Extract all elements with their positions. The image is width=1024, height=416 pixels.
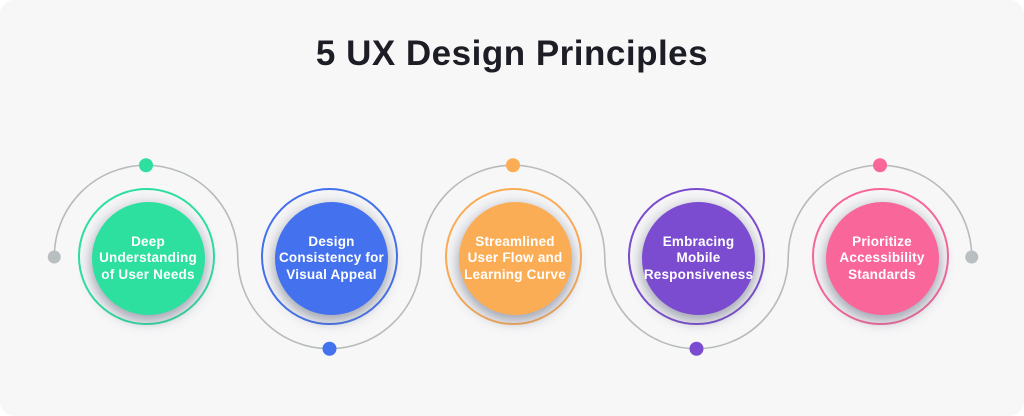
page-title: 5 UX Design Principles xyxy=(315,34,709,73)
principle-ring: Prioritize Accessibility Standards xyxy=(811,188,949,325)
principle-label: Streamlined User Flow and Learning Curve xyxy=(464,233,566,282)
principle-ring: Embracing Mobile Responsiveness xyxy=(628,188,765,325)
principle-label: Prioritize Accessibility Standards xyxy=(839,233,925,282)
connector-start-dot xyxy=(47,250,61,264)
principle-circle: Deep Understanding of User Needs xyxy=(91,202,205,315)
principle-label: Embracing Mobile Responsiveness xyxy=(643,233,754,282)
principle-item: Deep Understanding of User Needs xyxy=(77,188,215,325)
principle-item: Design Consistency for Visual Appeal xyxy=(261,188,398,325)
principle-dot xyxy=(689,341,704,356)
principle-circle: Streamlined User Flow and Learning Curve xyxy=(458,202,572,315)
principle-dot xyxy=(322,341,337,356)
principle-label: Design Consistency for Visual Appeal xyxy=(278,233,385,282)
principle-circle: Embracing Mobile Responsiveness xyxy=(642,202,755,315)
principle-item: Streamlined User Flow and Learning Curve xyxy=(444,188,582,325)
principle-ring: Streamlined User Flow and Learning Curve xyxy=(444,188,582,325)
principle-dot xyxy=(506,158,520,173)
principle-circle: Prioritize Accessibility Standards xyxy=(825,202,939,315)
principle-dot xyxy=(139,158,153,173)
principle-dot xyxy=(873,158,887,173)
principle-item: Embracing Mobile Responsiveness xyxy=(628,188,765,325)
principle-ring: Deep Understanding of User Needs xyxy=(77,188,215,325)
principle-ring: Design Consistency for Visual Appeal xyxy=(261,188,398,325)
principle-label: Deep Understanding of User Needs xyxy=(99,233,197,282)
connector-end-dot xyxy=(965,250,979,264)
principle-circle: Design Consistency for Visual Appeal xyxy=(275,202,388,315)
principle-item: Prioritize Accessibility Standards xyxy=(811,188,949,325)
